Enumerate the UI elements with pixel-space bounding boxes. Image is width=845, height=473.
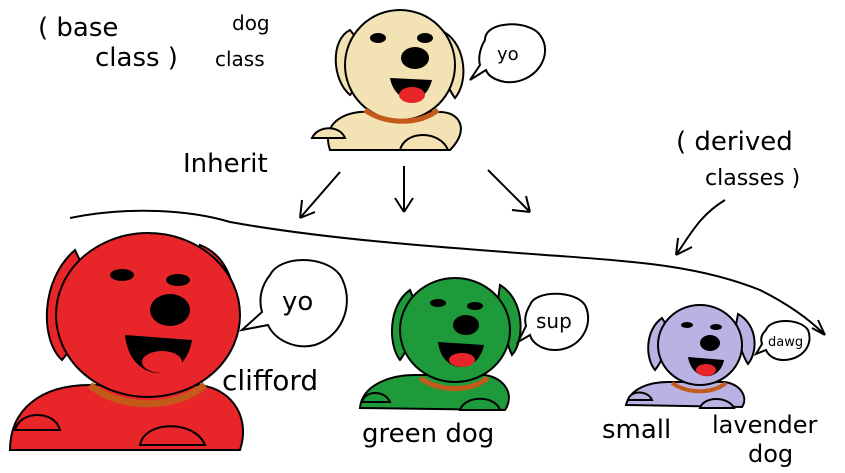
lavender-dog-eye-right [710,324,722,330]
clifford-dog-eye-left [110,269,134,281]
inherit-arrows [299,166,531,219]
clifford-dog-eye-right [166,274,190,286]
green-dog [358,277,522,412]
dog-class-label-line2: class [215,47,265,71]
base-dog-collar [363,107,440,124]
lavender-dog-paw-left [626,391,654,401]
base-dog-tongue [399,87,425,103]
lavender-caption-lavender: lavender [712,411,818,439]
clifford-dog [8,232,245,451]
clifford-dog-tongue [142,351,182,373]
base-dog [310,9,465,151]
base-speech-bubble: yo [469,23,546,84]
clifford-dog-nose [150,294,190,326]
base-dog-eye-left [370,33,386,43]
inherit-label: Inherit [183,149,268,179]
green-dog-collar [418,375,490,391]
lavender-speech-text: dawg [768,335,803,350]
base-class-label-line2: class ) [95,43,178,73]
clifford-dog-paw-left [13,414,62,431]
clifford-speech-bubble: yo [238,259,348,348]
lavender-dog-paw-right [698,398,736,409]
dog-class-label-line1: dog [232,11,270,35]
green-dog-eye-right [467,302,483,310]
base-dog-paw-left [310,127,347,139]
derived-label-line2: classes ) [705,166,800,191]
lavender-dog-tongue [696,364,716,376]
lavender-caption-dog: dog [748,440,793,468]
base-dog-head [344,9,456,121]
clifford-caption: clifford [222,364,318,397]
green-dog-tongue [449,353,475,367]
lavender-dog [624,304,756,409]
lavender-caption-small: small [602,415,671,445]
base-dog-nose [401,47,429,69]
clifford-dog-paw-right [138,425,207,446]
clifford-dog-head [55,232,241,398]
lavender-dog-collar [670,381,728,394]
green-dog-paw-left [360,392,392,403]
inherit-arrow-right [487,169,531,213]
inherit-arrow-left [299,171,341,219]
base-class-label-line1: ( base [38,13,118,43]
base-dog-eye-right [417,33,433,43]
class-divider-line [69,209,826,336]
lavender-speech-bubble: dawg [753,320,811,362]
green-dog-paw-right [458,397,502,411]
lavender-dog-eye-left [681,322,693,328]
clifford-dog-collar [87,382,208,408]
inherit-arrow-middle [394,166,414,213]
green-caption: green dog [362,419,494,449]
base-dog-paw-right [398,134,450,151]
derived-pointer-arrow [675,199,726,256]
green-dog-eye-left [430,299,446,307]
lavender-dog-nose [700,335,720,351]
base-speech-text: yo [497,44,519,65]
green-speech-text: sup [536,309,572,333]
green-dog-nose [453,315,479,335]
clifford-speech-text: yo [282,287,313,317]
derived-label-line1: ( derived [676,127,793,157]
green-speech-bubble: sup [515,292,590,352]
